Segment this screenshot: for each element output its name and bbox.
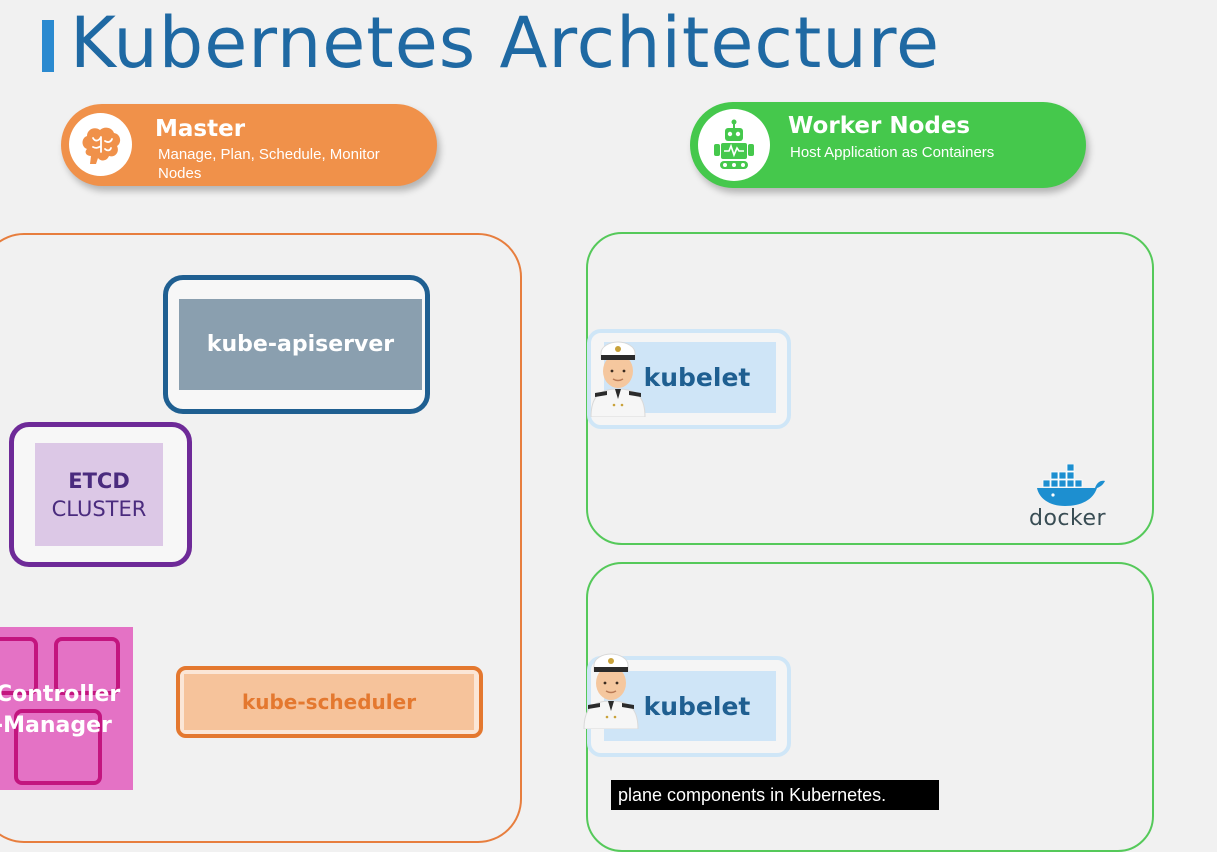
docker-whale-icon bbox=[1033, 463, 1107, 508]
controller-manager: Controller -Manager bbox=[0, 627, 133, 790]
etcd-cluster: ETCD CLUSTER bbox=[35, 443, 163, 546]
etcd-subtitle: CLUSTER bbox=[51, 496, 147, 521]
kubelet-2: kubelet bbox=[604, 671, 776, 741]
robot-icon bbox=[698, 109, 770, 181]
controller-square-2 bbox=[54, 637, 120, 695]
worker-description: Host Application as Containers bbox=[790, 144, 995, 161]
title-accent-bar bbox=[42, 20, 54, 72]
brain-icon bbox=[69, 113, 132, 176]
video-subtitle: plane components in Kubernetes. bbox=[611, 780, 939, 810]
master-header: Master Manage, Plan, Schedule, Monitor N… bbox=[61, 104, 437, 186]
kube-apiserver: kube-apiserver bbox=[179, 299, 422, 390]
page-title: Kubernetes Architecture bbox=[70, 2, 941, 84]
captain-icon bbox=[585, 333, 651, 418]
master-title: Master bbox=[155, 116, 246, 142]
worker-header: Worker Nodes Host Application as Contain… bbox=[690, 102, 1086, 188]
controller-label-line2: -Manager bbox=[0, 713, 112, 738]
controller-square-1 bbox=[0, 637, 38, 695]
controller-square-3 bbox=[14, 709, 102, 785]
kube-scheduler: kube-scheduler bbox=[184, 674, 474, 730]
etcd-title: ETCD bbox=[68, 468, 130, 493]
captain-icon bbox=[578, 645, 644, 730]
master-description: Manage, Plan, Schedule, Monitor Nodes bbox=[158, 146, 380, 182]
docker-label: docker bbox=[1029, 506, 1107, 531]
controller-label-line1: Controller bbox=[0, 682, 121, 707]
worker-title: Worker Nodes bbox=[788, 113, 971, 139]
